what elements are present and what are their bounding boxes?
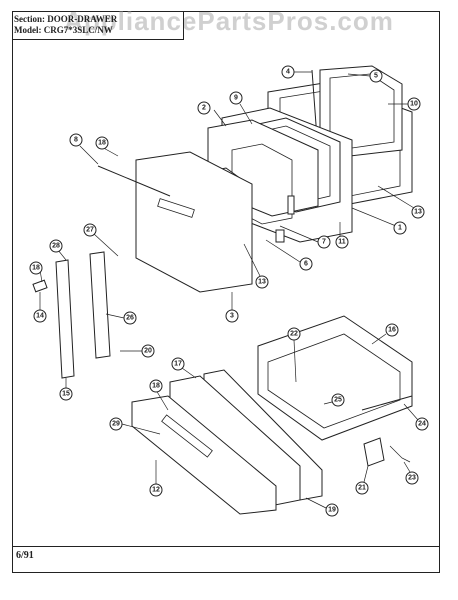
door-hinge <box>275 229 285 243</box>
svg-text:23: 23 <box>408 475 416 482</box>
callout-7: 7 <box>279 225 331 249</box>
header-divider-vertical <box>183 11 184 40</box>
callout-27: 27 <box>83 223 119 257</box>
drawer-spring <box>389 445 411 463</box>
drawer-front <box>131 395 277 515</box>
svg-text:14: 14 <box>36 313 44 320</box>
svg-text:5: 5 <box>374 73 378 80</box>
callout-1: 1 <box>351 207 407 235</box>
diagram-header: Section: DOOR-DRAWER Model: CRG7*3SLC/NW <box>14 14 184 38</box>
svg-text:2: 2 <box>202 105 206 112</box>
side-trim-right <box>89 251 111 359</box>
callout-13-lower: 13 <box>243 243 269 289</box>
callout-2: 2 <box>197 101 227 127</box>
callout-5: 5 <box>347 69 383 83</box>
svg-text:24: 24 <box>418 421 426 428</box>
callout-10: 10 <box>388 97 421 111</box>
callout-9: 9 <box>229 91 253 125</box>
callout-14: 14 <box>33 292 47 323</box>
callout-8: 8 <box>69 133 99 165</box>
svg-text:8: 8 <box>74 137 78 144</box>
callout-17: 17 <box>171 357 197 379</box>
svg-text:11: 11 <box>338 239 346 246</box>
callout-24: 24 <box>403 403 429 431</box>
svg-text:25: 25 <box>334 397 342 404</box>
side-trim-left <box>55 259 75 379</box>
svg-text:17: 17 <box>174 361 182 368</box>
svg-text:1: 1 <box>398 225 402 232</box>
watermark: AppliancePartsPros.com <box>64 6 394 36</box>
drawer-bracket <box>363 437 385 467</box>
svg-text:6: 6 <box>304 261 308 268</box>
svg-text:26: 26 <box>126 315 134 322</box>
svg-text:20: 20 <box>144 348 152 355</box>
svg-text:29: 29 <box>112 421 120 428</box>
diagram-frame <box>12 11 440 573</box>
svg-text:7: 7 <box>322 239 326 246</box>
callout-26: 26 <box>105 311 137 325</box>
model-label: Model: CRG7*3SLC/NW <box>14 25 113 35</box>
svg-text:18: 18 <box>152 383 160 390</box>
svg-text:27: 27 <box>86 227 94 234</box>
header-divider <box>12 39 184 40</box>
callout-16: 16 <box>371 323 399 345</box>
svg-text:3: 3 <box>230 313 234 320</box>
callout-21: 21 <box>355 465 369 495</box>
callout-11: 11 <box>335 222 349 249</box>
svg-text:28: 28 <box>52 243 60 250</box>
svg-text:13: 13 <box>258 279 266 286</box>
svg-text:15: 15 <box>62 391 70 398</box>
callout-28: 28 <box>49 239 67 261</box>
svg-text:13: 13 <box>414 209 422 216</box>
callout-18-top: 18 <box>95 136 119 157</box>
svg-text:18: 18 <box>98 140 106 147</box>
svg-text:12: 12 <box>152 487 160 494</box>
svg-text:10: 10 <box>410 101 418 108</box>
svg-text:4: 4 <box>286 69 290 76</box>
svg-text:22: 22 <box>290 331 298 338</box>
section-label: Section: DOOR-DRAWER <box>14 14 118 24</box>
callout-25: 25 <box>323 393 345 407</box>
callout-22: 22 <box>287 327 301 383</box>
door-handle <box>97 165 171 197</box>
trim-clip <box>32 279 48 293</box>
callout-4: 4 <box>281 65 312 79</box>
svg-text:21: 21 <box>358 485 366 492</box>
callout-29: 29 <box>109 417 161 435</box>
svg-text:16: 16 <box>388 327 396 334</box>
callout-15: 15 <box>59 378 73 401</box>
svg-text:18: 18 <box>32 265 40 272</box>
callout-23: 23 <box>403 461 419 485</box>
callout-12: 12 <box>149 460 163 497</box>
drawer-glide <box>361 395 413 411</box>
callout-19: 19 <box>305 497 339 517</box>
footer-divider <box>12 546 440 547</box>
callout-3: 3 <box>225 292 239 323</box>
callout-20: 20 <box>120 344 155 358</box>
svg-text:9: 9 <box>234 95 238 102</box>
callout-18-left: 18 <box>29 261 43 283</box>
callout-6: 6 <box>265 239 313 271</box>
svg-text:19: 19 <box>328 507 336 514</box>
callout-18-drawer: 18 <box>149 379 169 411</box>
callout-13-upper: 13 <box>377 185 425 219</box>
footer-date: 6/91 <box>16 550 34 561</box>
oven-door-outer <box>135 151 253 293</box>
